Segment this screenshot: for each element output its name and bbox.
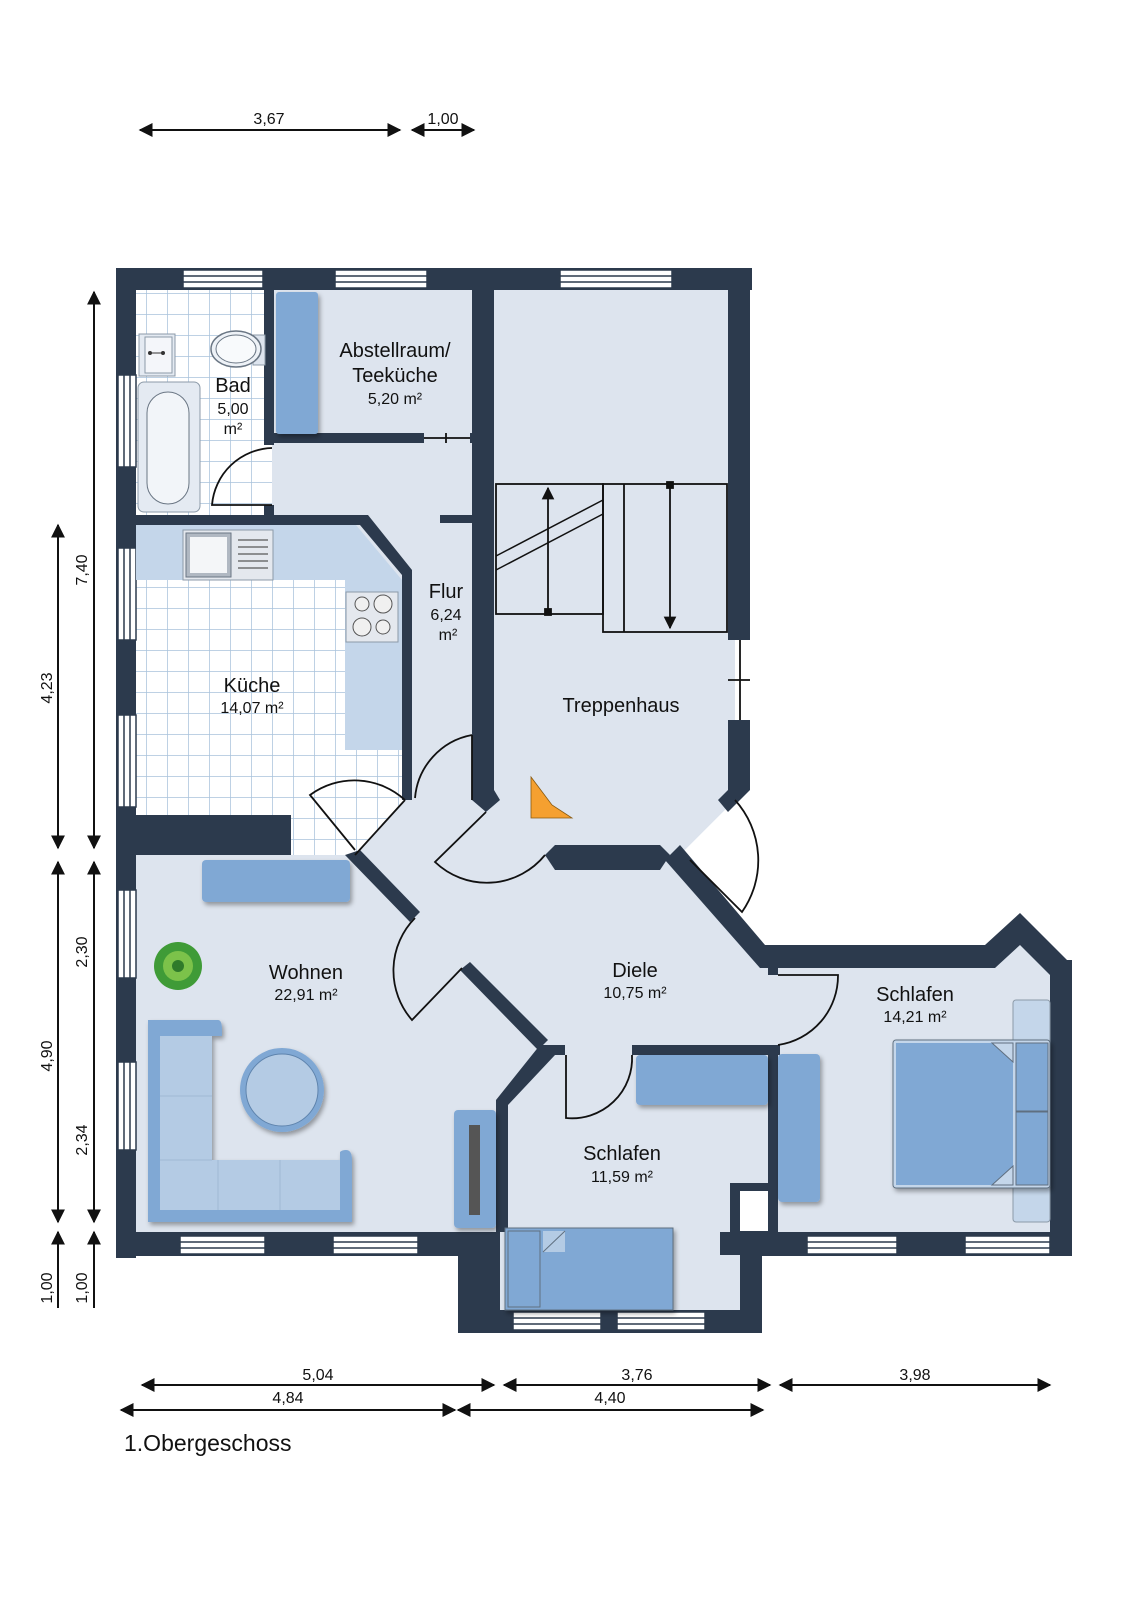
sofa <box>148 1020 352 1222</box>
view-marker-icon <box>530 775 574 819</box>
room-name-treppenhaus: Treppenhaus <box>562 695 679 717</box>
window-wohnen-left1 <box>117 889 137 979</box>
dim-left-outer-3: 1,00 <box>74 1272 91 1303</box>
coffee-table <box>240 1048 324 1132</box>
dim-left-inner-4: 1,00 <box>39 1272 56 1303</box>
shaft <box>740 1191 768 1231</box>
kitchen-sink-icon <box>182 529 274 581</box>
room-area-schlafen-2: 14,21 m² <box>883 1009 947 1026</box>
dim-left-outer-2: 4,90 <box>39 1040 56 1071</box>
doors <box>211 433 839 1120</box>
bathtub-icon <box>137 381 201 513</box>
door-abstell <box>424 433 470 443</box>
windows <box>117 269 1051 1331</box>
window-bad-left <box>117 374 137 468</box>
room-name-teekueche: Teeküche <box>352 365 438 387</box>
door-schlafen2 <box>777 974 839 1046</box>
room-area-abstellraum: 5,20 m² <box>368 391 423 408</box>
window-bad-top <box>182 269 264 289</box>
room-name-flur: Flur <box>429 581 464 603</box>
wardrobe-schlafen1 <box>636 1055 768 1105</box>
dim-bottom-5: 4,40 <box>594 1390 625 1407</box>
dim-bottom-2: 3,76 <box>621 1367 652 1384</box>
room-name-schlafen-2: Schlafen <box>876 984 954 1006</box>
bed-single <box>504 1227 674 1311</box>
room-name-kueche: Küche <box>224 675 281 697</box>
plant-icon <box>154 942 202 990</box>
cabinet <box>276 292 318 434</box>
door-flur <box>414 734 473 800</box>
door-stair-exterior <box>689 799 760 914</box>
dim-bottom-4: 4,84 <box>272 1390 303 1407</box>
room-name-diele: Diele <box>612 960 658 982</box>
staircase <box>495 481 728 633</box>
room-area-bad: 5,00 <box>217 401 248 418</box>
dim-left-inner-3: 2,34 <box>74 1124 91 1155</box>
stair-door-opening <box>680 800 765 915</box>
window-kitchen-left2 <box>117 714 137 808</box>
room-area-schlafen-1: 11,59 m² <box>591 1169 654 1186</box>
window-schlafen2-bottom1 <box>806 1235 898 1255</box>
window-kitchen-left1 <box>117 547 137 641</box>
kitchen-tiles <box>136 580 405 855</box>
window-schlafen2-bottom2 <box>964 1235 1051 1255</box>
window-abstell-top <box>334 269 428 289</box>
room-name-bad: Bad <box>215 375 251 397</box>
dimension-lines <box>51 123 1052 1417</box>
room-name-wohnen: Wohnen <box>269 962 343 984</box>
dim-bottom-1: 5,04 <box>302 1367 333 1384</box>
stove-icon <box>345 591 399 643</box>
door-wohnen <box>392 917 463 1022</box>
dim-left-inner-2: 2,30 <box>74 936 91 967</box>
window-wohnen-left2 <box>117 1061 137 1151</box>
dim-left-inner-1: 4,23 <box>39 672 56 703</box>
door-schlafen1 <box>565 1054 633 1120</box>
sink-icon <box>138 333 176 377</box>
sideboard <box>202 860 350 902</box>
furniture <box>136 292 1051 1311</box>
bed-double <box>892 999 1051 1223</box>
window-wohnen-bottom1 <box>179 1235 266 1255</box>
floor-title: 1.Obergeschoss <box>124 1430 292 1456</box>
wardrobe-schlafen2 <box>778 1054 820 1202</box>
door-kitchen <box>308 779 406 856</box>
door-stair <box>433 811 546 884</box>
room-area-diele: 10,75 m² <box>603 985 667 1002</box>
dimension-labels: 3,67 1,00 7,40 2,30 2,34 1,00 4,23 4,90 … <box>39 111 931 1407</box>
door-bad <box>211 447 273 506</box>
toilet-icon <box>210 330 266 368</box>
window-schlafen1-bottom2 <box>616 1311 706 1331</box>
room-labels: Bad 5,00 m² Abstellraum/ Teeküche 5,20 m… <box>215 340 954 1186</box>
window-wohnen-bottom2 <box>332 1235 419 1255</box>
room-area-flur: 6,24 <box>430 607 461 624</box>
room-area-kueche: 14,07 m² <box>220 700 284 717</box>
window-stair-top <box>559 269 673 289</box>
room-area-flur-unit: m² <box>439 627 458 644</box>
room-name-schlafen-1: Schlafen <box>583 1143 661 1165</box>
exterior-stair-window <box>728 640 750 720</box>
dim-top-2: 1,00 <box>427 111 458 128</box>
dim-left-outer-1: 7,40 <box>74 554 91 585</box>
room-area-wohnen: 22,91 m² <box>274 987 338 1004</box>
dim-bottom-3: 3,98 <box>899 1367 930 1384</box>
room-area-bad-unit: m² <box>224 421 243 438</box>
room-name-abstellraum: Abstellraum/ <box>339 340 451 362</box>
dim-top-1: 3,67 <box>253 111 284 128</box>
tv-unit <box>454 1110 496 1228</box>
window-schlafen1-bottom1 <box>512 1311 602 1331</box>
